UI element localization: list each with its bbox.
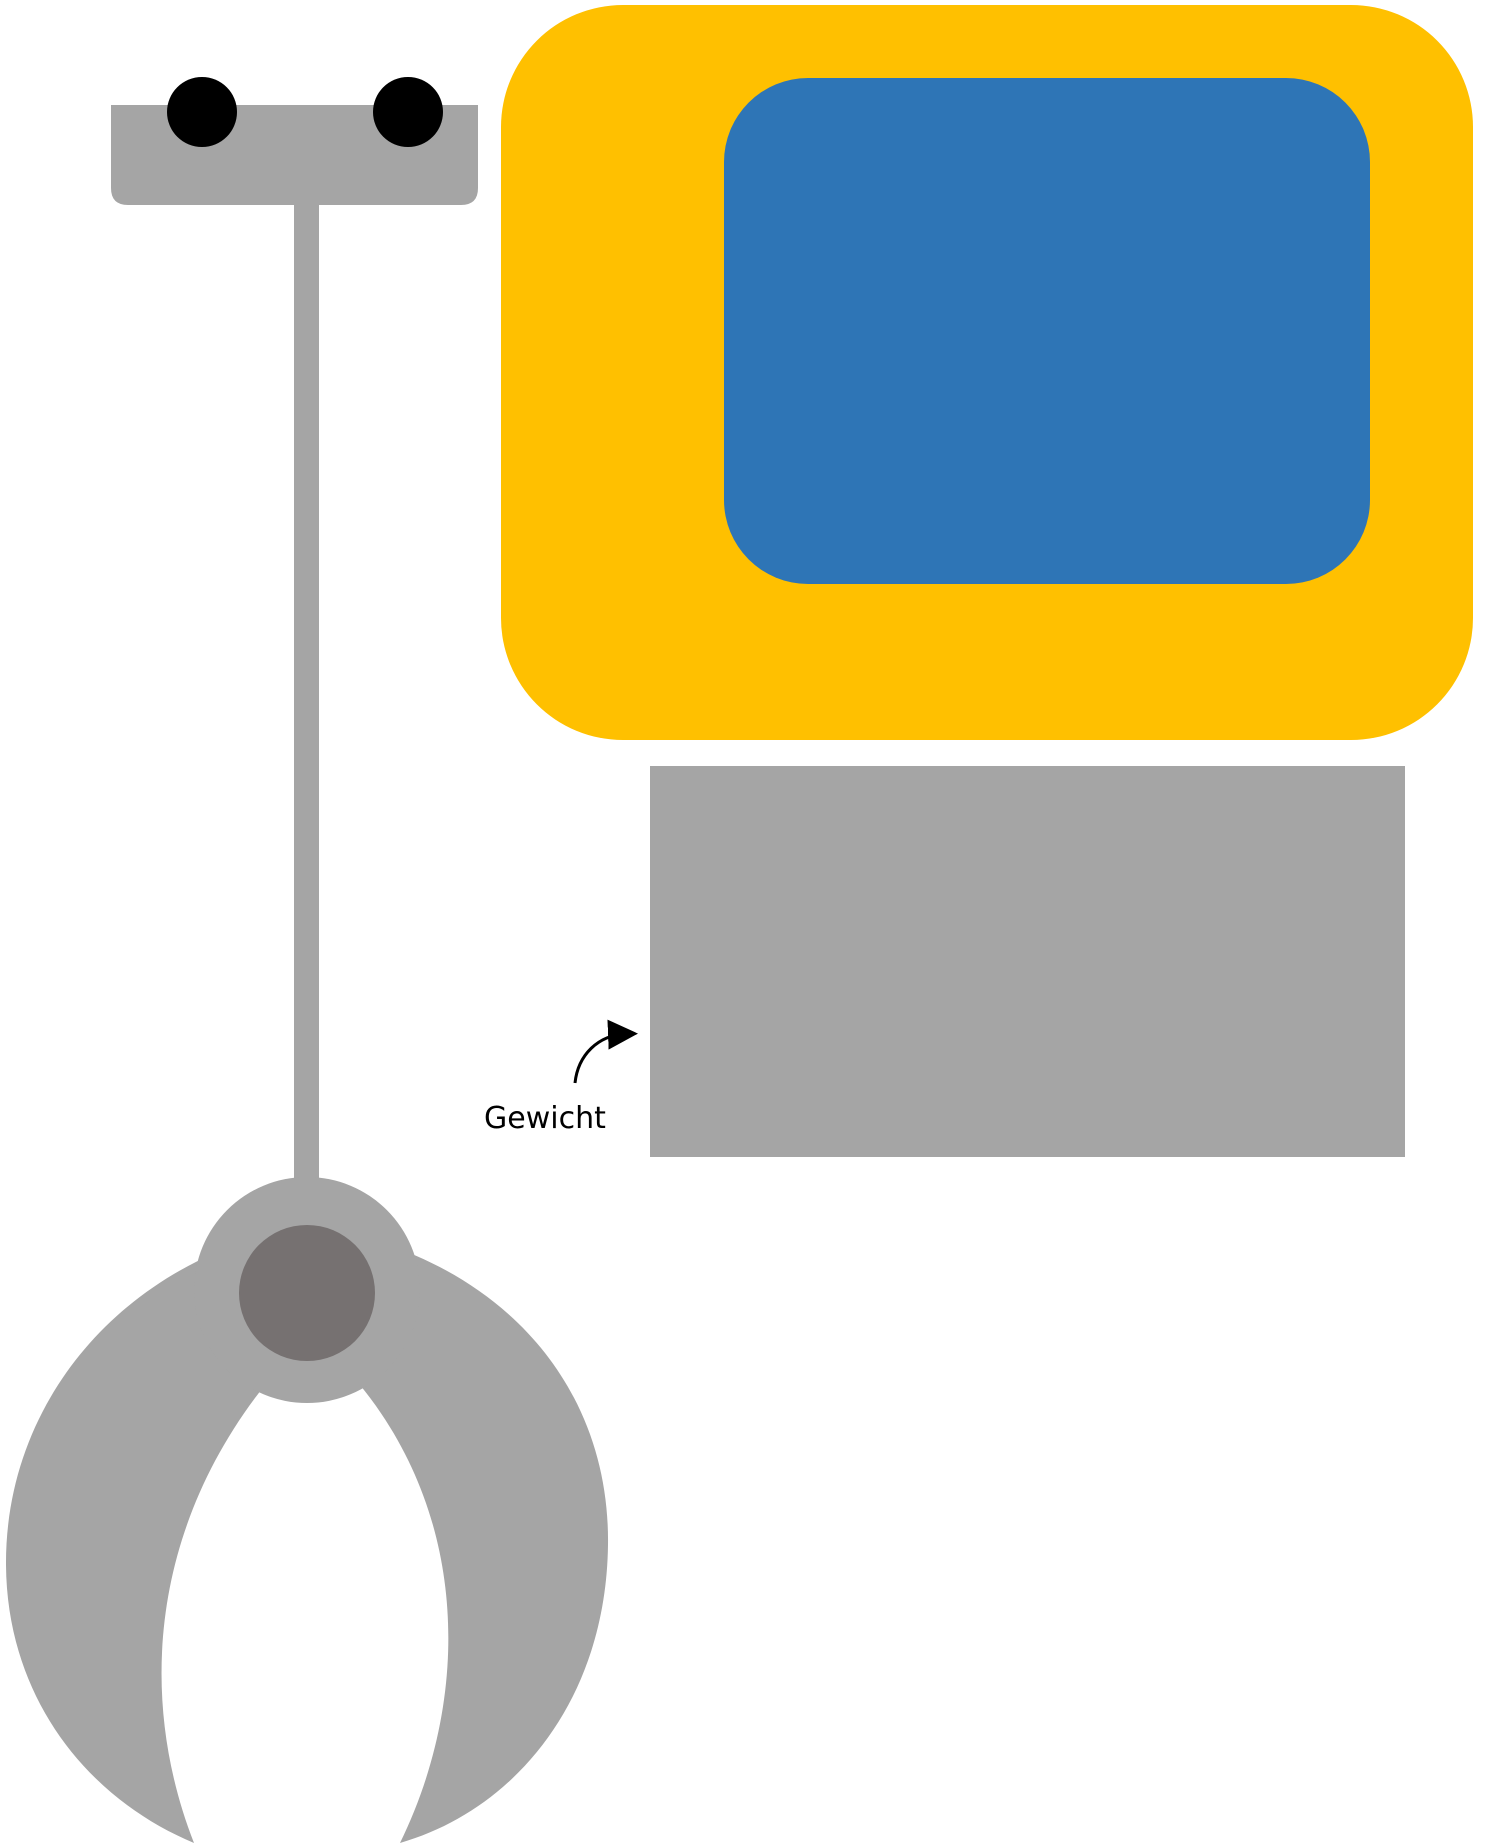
left-claw xyxy=(5,1236,265,1843)
right-claw xyxy=(360,1236,609,1843)
weight-block xyxy=(650,766,1405,1157)
claw-assembly xyxy=(5,1177,609,1843)
curved-arrow-icon xyxy=(573,1019,638,1084)
weight-label: Gewicht xyxy=(484,1101,606,1136)
cable xyxy=(294,204,319,1194)
left-wheel-icon xyxy=(167,77,237,147)
pivot-pin-icon xyxy=(239,1225,375,1361)
crane-trolley xyxy=(111,77,478,205)
blue-panel xyxy=(724,78,1370,584)
right-wheel-icon xyxy=(373,77,443,147)
